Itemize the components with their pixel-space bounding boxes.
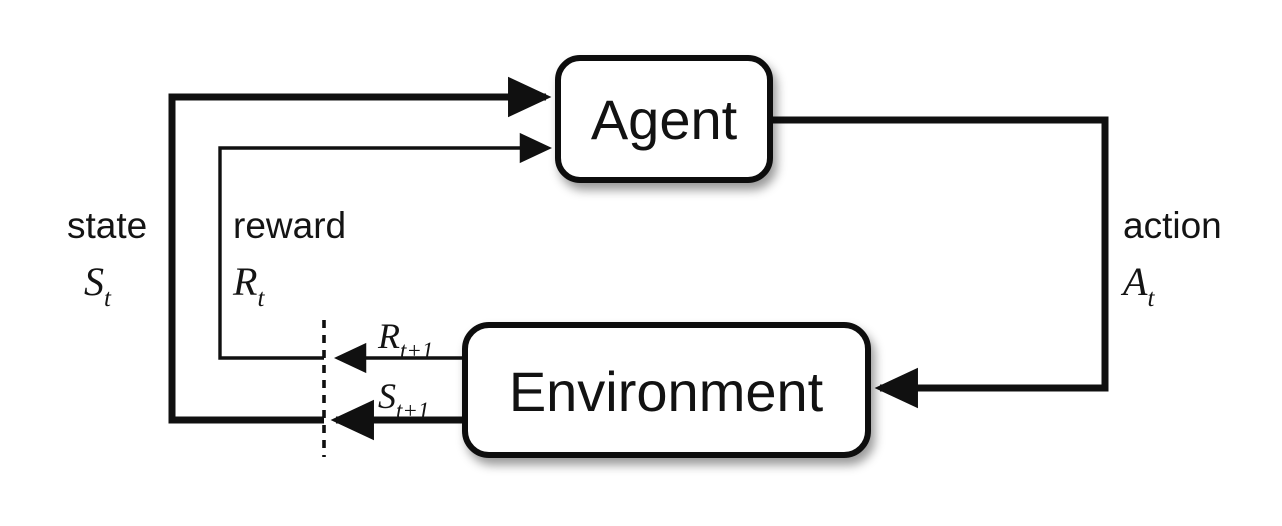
state-next-subscript-glyph: t+1 <box>396 398 429 423</box>
action-symbol-label: At <box>1120 259 1155 312</box>
node-environment[interactable]: Environment <box>462 322 871 458</box>
state-word-label: state <box>67 205 147 246</box>
agent-box-rect[interactable] <box>555 55 773 183</box>
edge-action-forward <box>770 116 1109 409</box>
reward-word-label: reward <box>233 205 346 246</box>
state-subscript-glyph: t <box>104 285 112 312</box>
action-subscript-glyph: t <box>1147 285 1155 312</box>
reward-next-symbol-glyph: R <box>377 316 400 356</box>
action-symbol-glyph: A <box>1120 259 1148 304</box>
node-agent[interactable]: Agent <box>555 55 773 183</box>
state-next-symbol-glyph: S <box>378 376 396 416</box>
environment-box-rect[interactable] <box>462 322 871 458</box>
reward-next-subscript-glyph: t+1 <box>400 338 433 363</box>
reward-symbol-label: Rt <box>232 259 265 312</box>
state-symbol-glyph: S <box>84 259 104 304</box>
environment-box-label: Environment <box>509 360 824 423</box>
state-symbol-label: St <box>84 259 112 312</box>
reward-symbol-glyph: R <box>232 259 257 304</box>
label-state: state St <box>67 205 147 312</box>
label-state-next: St+1 <box>378 376 429 423</box>
label-reward-next: Rt+1 <box>377 316 433 363</box>
label-reward: reward Rt <box>232 205 346 312</box>
reward-subscript-glyph: t <box>257 285 265 312</box>
edge-state-feedback <box>168 76 552 424</box>
action-word-label: action <box>1123 205 1222 246</box>
reward-next-label: Rt+1 <box>377 316 433 363</box>
agent-box-label: Agent <box>591 88 738 151</box>
label-action: action At <box>1120 205 1222 312</box>
state-next-label: St+1 <box>378 376 429 423</box>
edge-reward-feedback <box>218 132 553 360</box>
